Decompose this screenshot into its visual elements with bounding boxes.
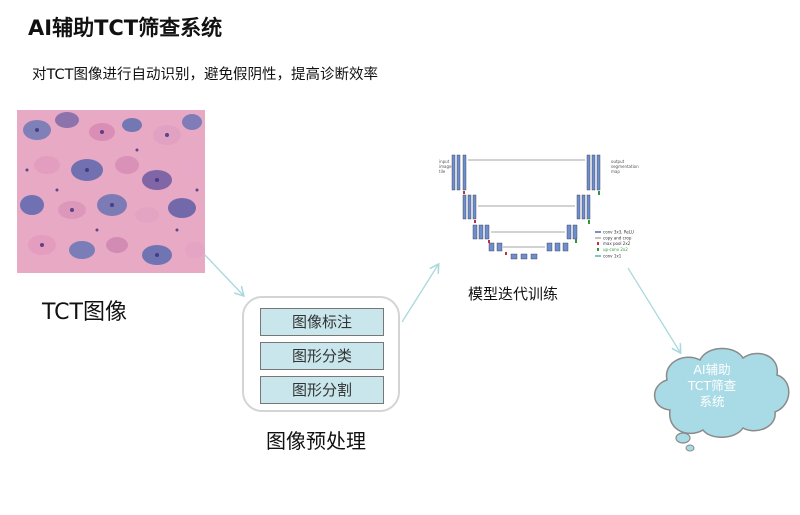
result-cloud-shape (653, 347, 790, 452)
prep-item-annotation: 图像标注 (260, 308, 384, 336)
result-cloud-text: AI辅助 TCT筛查 系统 (662, 362, 762, 410)
result-line-3: 系统 (699, 394, 725, 409)
input-label-2: image (439, 164, 452, 169)
legend-conv1x1: conv 1x1 (603, 254, 622, 259)
result-line-2: TCT筛查 (687, 378, 737, 393)
arrow-prep-to-training (401, 265, 438, 323)
preprocess-label: 图像预处理 (266, 429, 366, 453)
tct-cell-image (17, 110, 205, 273)
unet-architecture-diagram: input image tile output segmentation map (439, 154, 639, 260)
page-title: AI辅助TCT筛查系统 (28, 16, 223, 40)
prep-item-segmentation: 图形分割 (260, 376, 384, 404)
legend-upconv: up-conv 2x2 (603, 247, 628, 252)
input-label-3: tile (439, 169, 446, 174)
arrow-image-to-prep (204, 254, 243, 295)
tct-image-label: TCT图像 (42, 300, 127, 325)
preprocess-panel: 图像标注 图形分类 图形分割 (242, 296, 400, 412)
legend-maxpool: max pool 2x2 (603, 241, 631, 246)
output-label-3: map (611, 169, 620, 174)
legend-conv: conv 3x3, ReLU (603, 230, 634, 235)
output-label-2: segmentation (611, 164, 639, 169)
input-label-1: input (439, 159, 450, 164)
page-subtitle: 对TCT图像进行自动识别，避免假阴性，提高诊断效率 (32, 67, 378, 83)
result-line-1: AI辅助 (693, 362, 731, 377)
prep-item-classification: 图形分类 (260, 342, 384, 370)
training-label: 模型迭代训练 (468, 285, 559, 303)
legend-copy: copy and crop (603, 236, 632, 241)
output-label-1: output (611, 159, 625, 164)
